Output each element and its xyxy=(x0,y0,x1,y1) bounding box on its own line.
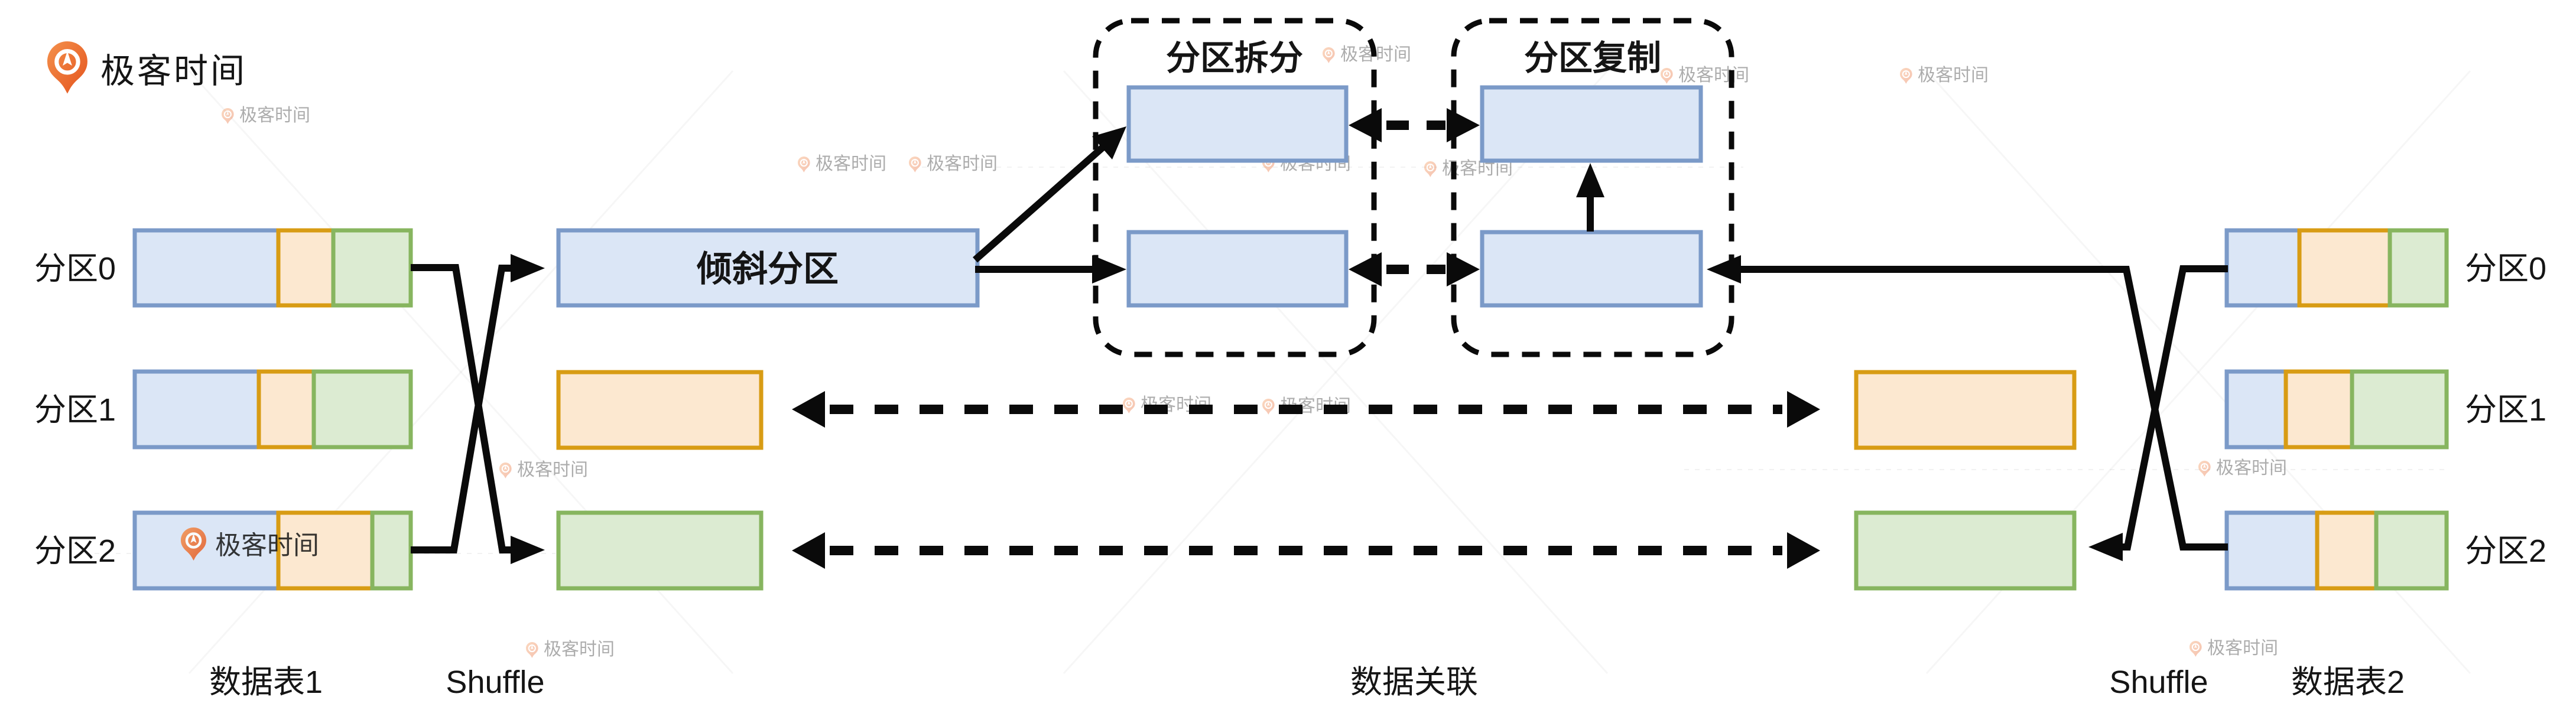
watermark: 极客时间 xyxy=(1899,66,1989,85)
right-partition-0-segment-green xyxy=(2387,228,2449,308)
arrowhead-icon xyxy=(1447,252,1480,286)
arrow-copy-bottom-to-top xyxy=(1576,163,1604,232)
right-green-staging-box xyxy=(1854,510,2077,591)
left-table-caption: 数据表1 xyxy=(209,665,323,700)
dashed-arrow-orange-join xyxy=(792,391,1820,428)
right-partition-2-segment-orange xyxy=(2315,510,2379,591)
arrowhead-icon xyxy=(1092,255,1126,284)
watermark: 极客时间 xyxy=(2197,458,2287,478)
watermark-text: 极客时间 xyxy=(927,154,998,174)
arrow-line xyxy=(973,142,1107,263)
arrowhead-icon xyxy=(1349,252,1382,286)
left-partition-1-segment-blue xyxy=(132,369,261,450)
arrowhead-icon xyxy=(792,532,825,569)
skewed-partition-box xyxy=(556,228,980,308)
watermark-text: 极客时间 xyxy=(544,640,615,659)
join-label: 数据关联 xyxy=(1350,665,1478,700)
left-partition-0-segment-green xyxy=(331,228,413,308)
partition-split-title: 分区拆分 xyxy=(1166,39,1303,77)
left-partition-label-2: 分区2 xyxy=(34,533,116,569)
arrowhead-icon xyxy=(2088,533,2123,561)
watermark-text: 极客时间 xyxy=(816,154,886,174)
right-table-bars xyxy=(2224,228,2449,591)
watermark-text: 极客时间 xyxy=(2216,458,2287,478)
brand-logo-text: 极客时间 xyxy=(100,52,247,90)
right-table-caption: 数据表2 xyxy=(2291,665,2405,700)
arrow-table1-p2-to-skewed-box xyxy=(411,254,545,553)
watermark-text: 极客时间 xyxy=(239,106,310,125)
partition-split-container xyxy=(1093,18,1377,357)
arrowhead-icon xyxy=(1787,391,1820,428)
left-partition-2-segment-green xyxy=(370,510,413,591)
shuffle-right-label: Shuffle xyxy=(2109,665,2208,700)
arrowhead-icon xyxy=(1447,108,1480,142)
copy-bottom-box xyxy=(1480,230,1703,308)
watermark-text: 极客时间 xyxy=(1918,66,1989,85)
arrow-line xyxy=(411,265,512,553)
right-partition-label-0: 分区0 xyxy=(2465,251,2546,286)
arrowhead-icon xyxy=(1092,126,1126,159)
left-partition-label-0: 分区0 xyxy=(34,251,116,286)
dashed-arrow-split-copy-top xyxy=(1349,108,1480,142)
partition-copy-container xyxy=(1451,18,1734,357)
split-bottom-box xyxy=(1126,230,1349,308)
arrow-skewed-to-split-bottom xyxy=(975,255,1126,284)
brand-logo: 极客时间 xyxy=(47,41,247,93)
watermark: 极客时间 xyxy=(797,154,886,174)
right-partition-1-segment-blue xyxy=(2224,369,2288,450)
left-partition-0-segment-blue xyxy=(132,228,281,308)
watermark: 极客时间 xyxy=(498,460,588,480)
right-partition-2-segment-blue xyxy=(2224,510,2320,591)
left-partition-1-segment-orange xyxy=(256,369,316,450)
watermark: 极客时间 xyxy=(908,154,998,174)
arrow-table2-p0-to-green-box xyxy=(2088,265,2228,561)
inline-logo-text: 极客时间 xyxy=(215,531,319,560)
arrowhead-icon xyxy=(1576,163,1604,197)
arrowhead-icon xyxy=(1349,108,1382,142)
dashed-arrow-split-copy-bottom xyxy=(1349,252,1480,286)
arrowhead-icon xyxy=(1787,532,1820,569)
right-partition-1-segment-green xyxy=(2350,369,2449,450)
arrowhead-icon xyxy=(511,254,545,282)
arrow-skewed-to-split-top xyxy=(973,126,1126,263)
right-partition-0-segment-blue xyxy=(2224,228,2302,308)
left-partition-1-segment-green xyxy=(311,369,413,450)
arrowhead-icon xyxy=(1707,255,1741,284)
right-partition-1-segment-orange xyxy=(2283,369,2354,450)
watermark-text: 极客时间 xyxy=(2207,639,2278,658)
watermark: 极客时间 xyxy=(525,640,615,659)
watermark: 极客时间 xyxy=(2188,639,2278,658)
left-partition-0-segment-orange xyxy=(276,228,336,308)
partition-copy-title: 分区复制 xyxy=(1524,39,1661,77)
watermark-text: 极客时间 xyxy=(517,460,588,480)
arrowhead-icon xyxy=(792,391,825,428)
copy-top-box xyxy=(1480,85,1703,163)
right-partition-2-segment-green xyxy=(2374,510,2449,591)
inline-logo: 极客时间 xyxy=(181,527,319,561)
right-partition-label-1: 分区1 xyxy=(2465,392,2546,428)
dashed-arrow-green-join xyxy=(792,532,1820,569)
left-table-bars xyxy=(132,228,413,591)
arrowhead-icon xyxy=(511,536,545,564)
right-orange-staging-box xyxy=(1854,370,2077,450)
skewed-partition-label: 倾斜分区 xyxy=(696,249,839,289)
left-partition-label-1: 分区1 xyxy=(34,392,116,428)
right-partition-label-2: 分区2 xyxy=(2465,533,2546,569)
arrow-line xyxy=(2122,265,2228,551)
left-green-staging-box xyxy=(556,510,764,591)
right-partition-0-segment-orange xyxy=(2297,228,2392,308)
shuffle-left-label: Shuffle xyxy=(446,665,544,700)
left-orange-staging-box xyxy=(556,370,764,450)
watermark: 极客时间 xyxy=(220,106,310,125)
split-top-box xyxy=(1126,85,1349,163)
watermark: 极客时间 xyxy=(1659,66,1749,85)
watermark-text: 极客时间 xyxy=(1678,66,1749,85)
